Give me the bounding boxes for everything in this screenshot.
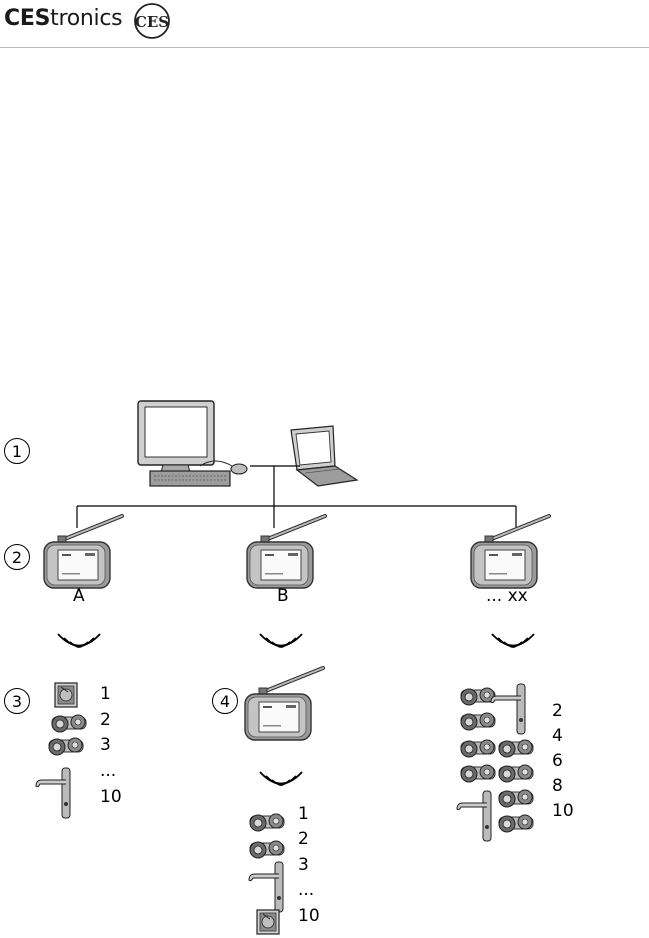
header-divider <box>0 47 649 48</box>
wall-reader-icon <box>256 909 280 935</box>
group-b-item: 10 <box>298 906 320 926</box>
marker-3: 3 <box>4 688 30 714</box>
terminal-mobile-icon <box>243 666 325 742</box>
lock-cylinder-icon <box>498 814 534 833</box>
door-handle-icon <box>490 683 526 735</box>
lock-cylinder-icon <box>498 739 534 758</box>
door-handle-icon <box>248 861 284 913</box>
group-b-item: 2 <box>298 829 309 849</box>
lock-cylinder-icon <box>460 687 496 706</box>
wall-reader-icon <box>54 682 78 708</box>
station-b-label: B <box>277 586 289 606</box>
terminal-a-icon <box>42 514 124 590</box>
lock-cylinder-icon <box>48 737 84 756</box>
lock-cylinder-icon <box>249 840 285 859</box>
station-xx-label: ... xx <box>486 586 528 606</box>
station-a-label: A <box>73 586 85 606</box>
lock-cylinder-icon <box>249 813 285 832</box>
marker-1: 1 <box>4 438 30 464</box>
ces-logo-icon: CES <box>134 3 170 39</box>
lock-cylinder-icon <box>460 739 496 758</box>
group-a-item: 2 <box>100 710 111 730</box>
desktop-computer-icon <box>137 400 248 487</box>
door-handle-icon <box>456 790 492 842</box>
marker-4: 4 <box>212 688 238 714</box>
group-xx-item: 6 <box>552 751 563 771</box>
logo-text: CES <box>135 13 169 31</box>
lock-cylinder-icon <box>51 714 87 733</box>
group-a-item: 10 <box>100 787 122 807</box>
radio-waves-mobile-icon <box>259 771 303 786</box>
lock-cylinder-icon <box>498 764 534 783</box>
laptop-icon <box>290 425 359 487</box>
lock-cylinder-icon <box>498 789 534 808</box>
radio-waves-b-icon <box>259 633 303 648</box>
group-a-item: ... <box>100 761 117 781</box>
terminal-xx-icon <box>469 514 551 590</box>
brand-light: tronics <box>50 6 123 31</box>
door-handle-icon <box>35 767 71 819</box>
brand-bold: CES <box>4 6 51 31</box>
group-xx-item: 8 <box>552 776 563 796</box>
group-xx-item: 10 <box>552 801 574 821</box>
radio-waves-xx-icon <box>491 633 535 648</box>
header: CEStronics CES <box>0 0 649 48</box>
lock-cylinder-icon <box>460 712 496 731</box>
group-a-item: 1 <box>100 684 111 704</box>
marker-2: 2 <box>4 544 30 570</box>
radio-waves-a-icon <box>57 633 101 648</box>
group-b-item: 3 <box>298 855 309 875</box>
group-xx-item: 4 <box>552 726 563 746</box>
group-xx-item: 2 <box>552 701 563 721</box>
group-b-item: ... <box>298 880 315 900</box>
lock-cylinder-icon <box>460 764 496 783</box>
group-b-item: 1 <box>298 804 309 824</box>
network-lines <box>76 465 517 528</box>
brand-name: CEStronics <box>4 6 123 31</box>
terminal-b-icon <box>245 514 327 590</box>
group-a-item: 3 <box>100 735 111 755</box>
